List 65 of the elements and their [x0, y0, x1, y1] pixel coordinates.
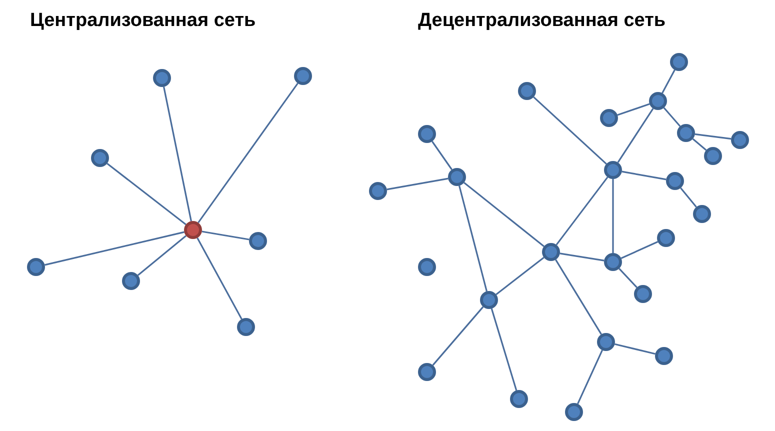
connector-line — [137, 235, 187, 276]
node-circle — [655, 347, 673, 365]
node-circle — [418, 363, 436, 381]
node-circle — [448, 168, 466, 186]
connector-line — [617, 108, 654, 163]
node-circle — [565, 403, 583, 421]
node-circle — [153, 69, 171, 87]
node-circle — [657, 229, 675, 247]
connector-line — [662, 70, 676, 94]
node-circle — [249, 232, 267, 250]
connector-line — [196, 238, 242, 320]
node-circle — [237, 318, 255, 336]
network-heading: Централизованная сеть — [30, 10, 256, 32]
connector-line — [386, 178, 448, 190]
node-circle — [518, 82, 536, 100]
node-circle — [670, 53, 688, 71]
connector-line — [44, 231, 184, 266]
connector-line — [618, 268, 638, 288]
connector-line — [622, 170, 666, 180]
connector-line — [556, 176, 608, 246]
node-circle — [704, 147, 722, 165]
node-circle — [693, 205, 711, 223]
connector-line — [612, 179, 614, 253]
node-circle — [122, 272, 140, 290]
connector-line — [202, 230, 250, 240]
connector-line — [464, 182, 544, 248]
connector-line — [432, 306, 484, 366]
connector-line — [694, 133, 732, 140]
hub-node-circle — [184, 221, 202, 239]
connector-line — [692, 138, 707, 151]
node-circle — [731, 131, 749, 149]
node-circle — [597, 333, 615, 351]
connector-line — [614, 343, 656, 355]
connector-line — [560, 252, 604, 262]
node-circle — [369, 182, 387, 200]
connector-line — [663, 107, 681, 127]
node-circle — [91, 149, 109, 167]
connector-line — [620, 240, 658, 260]
node-circle — [666, 172, 684, 190]
node-circle — [600, 109, 618, 127]
node-circle — [294, 67, 312, 85]
node-circle — [418, 125, 436, 143]
node-circle — [480, 291, 498, 309]
connector-line — [432, 140, 452, 170]
node-circle — [542, 243, 560, 261]
node-circle — [604, 161, 622, 179]
connector-line — [617, 103, 650, 116]
connector-line — [458, 186, 488, 292]
connector-line — [496, 256, 544, 296]
node-circle — [634, 285, 652, 303]
node-circle — [604, 253, 622, 271]
connector-line — [555, 259, 602, 335]
connector-line — [577, 350, 603, 404]
connector-line — [106, 162, 186, 226]
node-circle — [27, 258, 45, 276]
node-circle — [510, 390, 528, 408]
network-heading: Децентрализованная сеть — [418, 10, 666, 32]
node-circle — [677, 124, 695, 142]
connector-line — [680, 187, 697, 208]
node-circle — [418, 258, 436, 276]
connector-line — [490, 308, 518, 391]
node-circle — [649, 92, 667, 110]
connector-line — [533, 96, 607, 164]
connector-line — [163, 86, 192, 222]
connector-line — [198, 82, 298, 224]
